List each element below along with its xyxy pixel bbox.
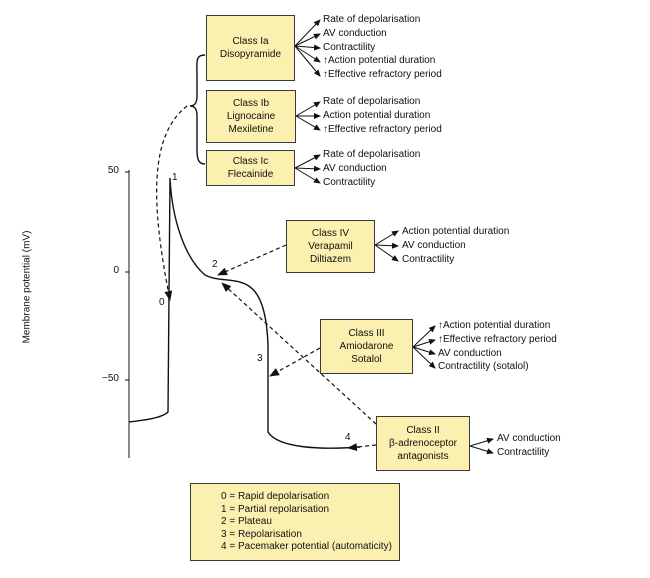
class-ia-effects: Rate of depolarisation AV conduction Con…: [323, 13, 442, 82]
class-ib-drug: Lignocaine: [226, 111, 276, 122]
legend-item: 4 = Pacemaker potential (automaticity): [221, 541, 392, 553]
class-ii-effect: Contractility: [497, 446, 550, 458]
class-ib-effects: Rate of depolarisation Action potential …: [323, 95, 442, 136]
class-ic-title: Class Ic: [232, 156, 269, 167]
class-iv-effect: Action potential duration: [402, 226, 510, 237]
effect-arrows-ia: [294, 19, 321, 77]
legend-item: 3 = Repolarisation: [221, 528, 302, 540]
arrow-class-i: [156, 105, 188, 301]
action-potential-curve: [128, 177, 361, 449]
legend-item: 0 = Rapid depolarisation: [221, 491, 330, 502]
class-ic-effects: Rate of depolarisation AV conduction Con…: [323, 148, 420, 189]
class-iv-effect: AV conduction: [402, 239, 466, 251]
effect-arrows-ic: [294, 154, 321, 184]
class-ib-effect: Action potential duration: [323, 109, 431, 121]
class-ib-title: Class Ib: [232, 98, 270, 109]
arrow-class-iii: [269, 347, 321, 377]
effect-arrows-iv: [374, 230, 399, 262]
effect-arrows-ii: [469, 437, 494, 455]
class-ic-effect: Contractility: [323, 176, 376, 188]
class-ia-effect: ↑Action potential duration: [323, 55, 436, 67]
y-tick-label-50: 50: [107, 165, 119, 176]
class-iii-effect: ↑Action potential duration: [438, 320, 551, 331]
class-ii-box: Class II β-adrenoceptor antagonists: [376, 416, 470, 471]
effect-arrows-iii: [412, 325, 436, 369]
class-ib-box: Class Ib Lignocaine Mexiletine: [206, 90, 296, 143]
class-iv-drug: Verapamil: [308, 241, 353, 252]
phase-label-3: 3: [257, 353, 263, 364]
class-ii-drug: antagonists: [397, 451, 449, 462]
class-ia-effect: ↑Effective refractory period: [323, 69, 442, 81]
class-i-bracket: [189, 54, 206, 165]
class-iii-effect: AV conduction: [438, 347, 502, 359]
arrow-class-ii-pacemaker: [347, 443, 377, 452]
phase-legend: 0 = Rapid depolarisation 1 = Partial rep…: [190, 483, 400, 561]
class-ii-title: Class II: [406, 425, 440, 436]
phase-label-4: 4: [345, 432, 351, 443]
class-iii-drug: Sotalol: [351, 354, 382, 365]
class-iv-drug: Diltiazem: [309, 254, 352, 265]
class-ic-effect: AV conduction: [323, 162, 387, 174]
class-ia-title: Class Ia: [232, 36, 269, 47]
class-ib-effect: ↑Effective refractory period: [323, 123, 442, 135]
y-axis-label: Membrane potential (mV): [21, 230, 33, 344]
class-iv-title: Class IV: [311, 228, 350, 239]
class-iii-drug: Amiodarone: [339, 341, 394, 352]
y-tick-label-0: 0: [113, 265, 119, 276]
class-iii-effects: ↑Action potential duration ↑Effective re…: [438, 319, 557, 374]
phase-label-2: 2: [212, 259, 218, 270]
phase-label-1: 1: [172, 172, 178, 183]
class-ii-effect: AV conduction: [497, 433, 561, 444]
class-iii-box: Class III Amiodarone Sotalol: [320, 319, 413, 374]
class-iv-box: Class IV Verapamil Diltiazem: [286, 220, 375, 273]
class-iii-effect: ↑Effective refractory period: [438, 333, 557, 345]
class-ia-drug: Disopyramide: [219, 49, 282, 60]
class-ia-effect: Contractility: [323, 41, 376, 53]
class-ii-effects: AV conduction Contractility: [497, 432, 561, 460]
class-iii-title: Class III: [348, 328, 385, 339]
class-ia-effect: Rate of depolarisation: [323, 14, 421, 25]
class-iv-effects: Action potential duration AV conduction …: [402, 225, 509, 266]
class-ic-box: Class Ic Flecainide: [206, 150, 295, 186]
class-ib-effect: Rate of depolarisation: [323, 96, 421, 107]
class-iv-effect: Contractility: [402, 253, 455, 265]
legend-item: 1 = Partial repolarisation: [221, 503, 330, 515]
class-ia-box: Class Ia Disopyramide: [206, 15, 295, 81]
class-ii-drug: β-adrenoceptor: [388, 438, 457, 449]
y-tick-label-minus50: −50: [102, 373, 119, 384]
class-ic-effect: Rate of depolarisation: [323, 149, 421, 160]
arrow-class-iv: [217, 244, 287, 276]
effect-arrows-ib: [295, 101, 321, 131]
phase-label-0: 0: [159, 297, 165, 308]
class-ib-drug: Mexiletine: [228, 124, 274, 135]
legend-item: 2 = Plateau: [221, 516, 272, 528]
class-ia-effect: AV conduction: [323, 27, 387, 39]
class-iii-effect: Contractility (sotalol): [438, 361, 529, 373]
class-ic-drug: Flecainide: [227, 169, 274, 180]
